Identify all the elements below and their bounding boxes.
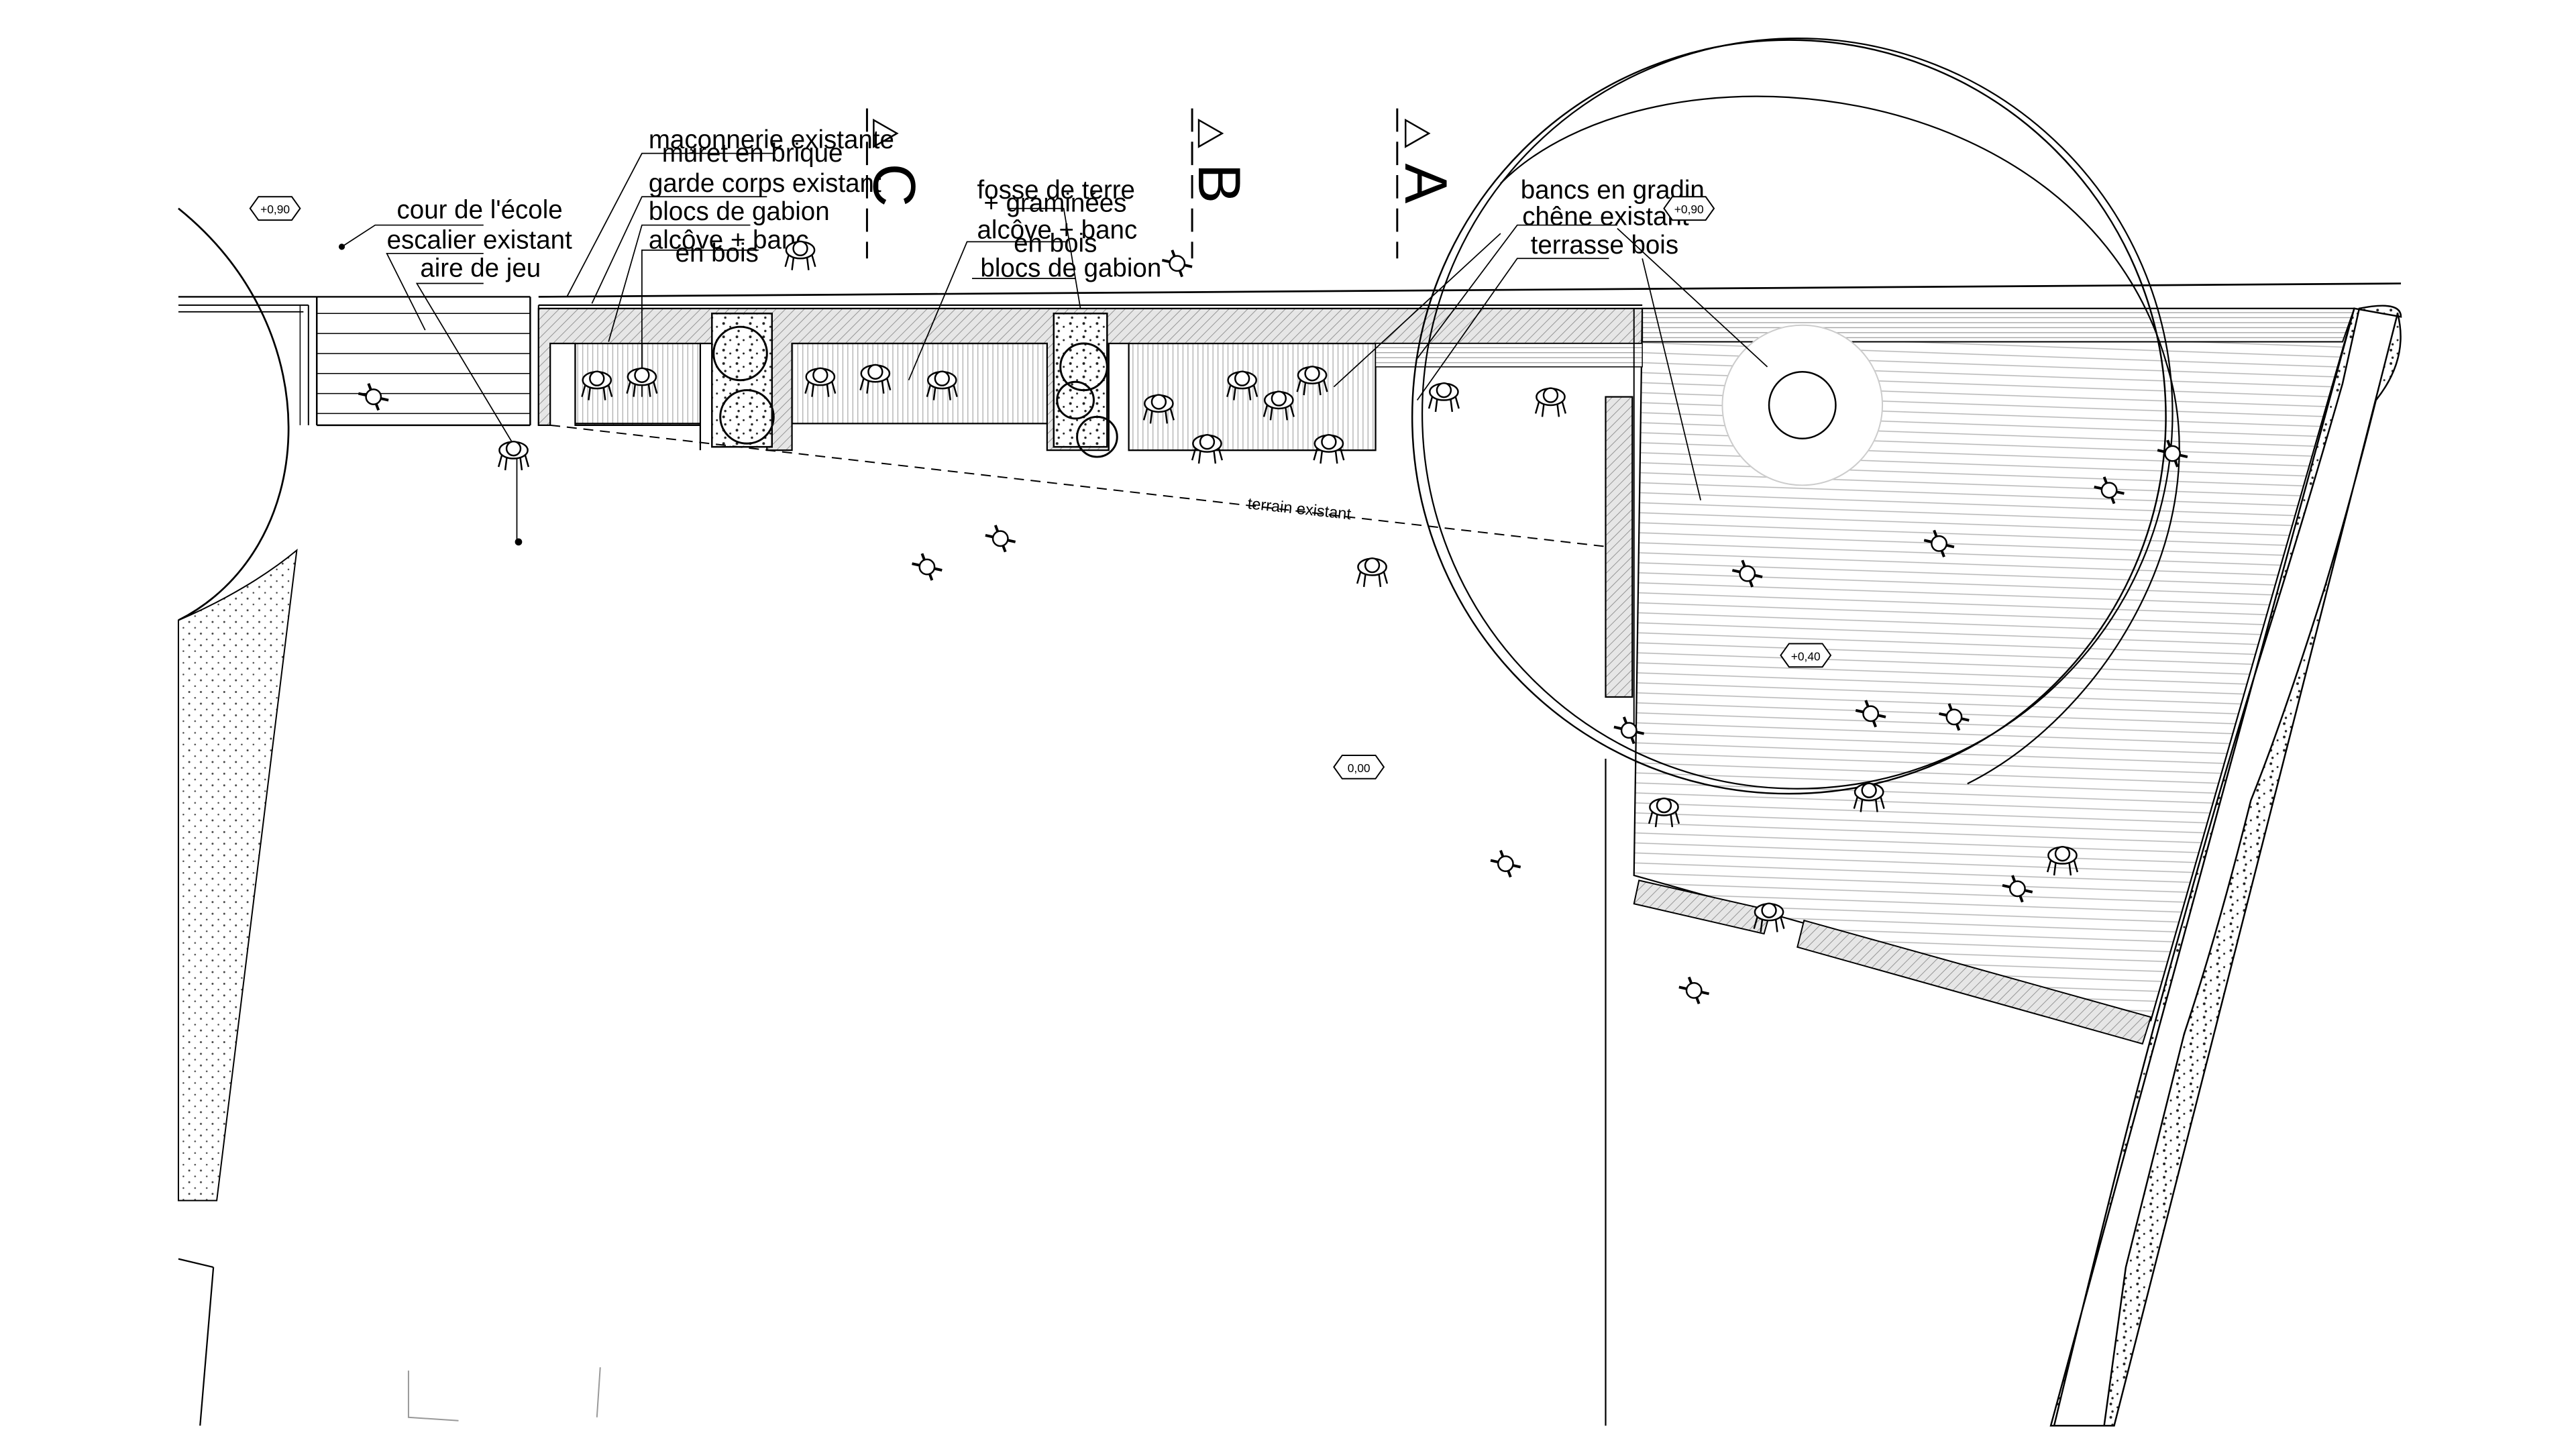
label-fosse-2: + graminées <box>983 189 1126 218</box>
left-border-line <box>199 1267 215 1426</box>
label-cour-ecole: cour de l'école <box>397 196 563 225</box>
label-alcove-2-line2: en bois <box>1014 229 1097 258</box>
annotation-leaders <box>338 152 1768 546</box>
label-blocs-gabion-1: blocs de gabion <box>649 197 830 226</box>
label-terrain-existant: terrain existant <box>1246 495 1352 523</box>
section-label-a: A <box>1393 164 1460 204</box>
label-escalier-existant: escalier existant <box>387 225 572 254</box>
gabion-trees <box>712 325 1118 458</box>
label-maconnerie-1: maçonnerie existante <box>649 125 894 154</box>
label-garde-corps: garde corps existant <box>649 169 881 198</box>
existing-staircase <box>178 296 539 427</box>
label-alcove-2-line1: alcôve + banc <box>977 215 1137 244</box>
label-alcove-1-line1: alcôve + banc <box>649 225 809 254</box>
section-label-c: C <box>861 164 928 207</box>
existing-terrain-line <box>550 424 1609 548</box>
oak-tree-trunk <box>1768 371 1837 439</box>
bottom-left-marks <box>407 1367 601 1421</box>
section-markers <box>865 108 1431 259</box>
level-value-cour: +0,90 <box>260 203 290 216</box>
terrace-lower-wall-left <box>1633 879 1772 935</box>
right-hedge <box>2049 305 2402 1427</box>
oak-tree-canopy-arc <box>1500 95 2180 785</box>
terrace-bench-strip <box>1375 343 1643 368</box>
label-blocs-gabion-2: blocs de gabion <box>980 254 1161 283</box>
label-aire-de-jeu: aire de jeu <box>420 254 541 283</box>
level-value-terrace-mid: +0,40 <box>1791 649 1821 663</box>
retaining-wall-vertical <box>1605 396 1633 698</box>
oak-tree-canopy-inner <box>1411 39 2167 795</box>
alcove-bench-2 <box>791 342 1048 425</box>
terrace-lower-wall-right <box>1796 919 2152 1045</box>
level-value-ground: 0,00 <box>1348 761 1371 775</box>
left-dotted-planting <box>177 548 298 1201</box>
section-label-b: B <box>1186 164 1253 204</box>
oak-tree-canopy-outer <box>1421 38 2174 790</box>
terrace-edge-hatch <box>1642 307 2355 343</box>
label-maconnerie-2: muret en brique <box>662 139 843 168</box>
label-terrasse-bois: terrasse bois <box>1531 231 1678 260</box>
label-chene-existant: chêne existant <box>1522 203 1689 231</box>
label-alcove-1-line2: en bois <box>676 239 759 268</box>
alcove-bench-3 <box>1128 342 1377 451</box>
left-border-line <box>178 1258 214 1269</box>
level-value-terrace-top: +0,90 <box>1674 203 1704 216</box>
label-fosse-1: fosse de terre <box>977 176 1134 205</box>
left-circle-arc <box>178 207 290 621</box>
